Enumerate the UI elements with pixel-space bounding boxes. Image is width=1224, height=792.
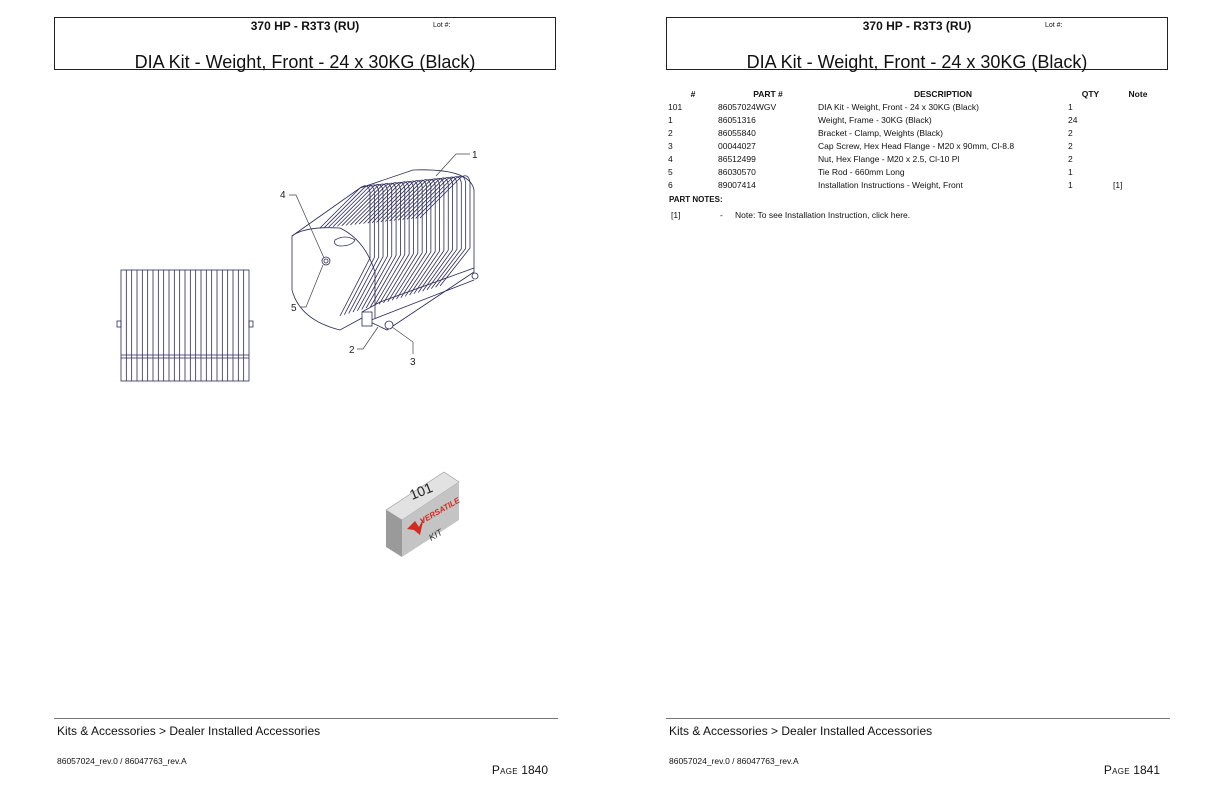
page-number-value: 1840 — [521, 763, 548, 777]
part-description: Installation Instructions - Weight, Fron… — [818, 179, 963, 190]
page-number: Page 1841 — [1104, 763, 1160, 777]
callout-2: 2 — [349, 345, 355, 356]
versatile-logo-icon — [407, 517, 424, 535]
part-qty: 1 — [1068, 179, 1073, 190]
table-row: 1 86051316 Weight, Frame - 30KG (Black) 24 — [668, 113, 1163, 126]
kit-box-icon: 101 VERSATILE KIT — [385, 471, 462, 557]
breadcrumb: Kits & Accessories > Dealer Installed Ac… — [57, 724, 321, 738]
col-header-number: # — [690, 89, 696, 99]
table-row: 101 86057024WGV DIA Kit - Weight, Front - … — [668, 100, 1163, 113]
weight-stack-side-view — [116, 269, 254, 382]
part-qty: 1 — [1068, 101, 1073, 112]
part-qty: 1 — [1068, 166, 1073, 177]
part-qty: 24 — [1068, 114, 1078, 125]
note-dash: - — [720, 210, 723, 220]
page-word: Page — [1103, 763, 1130, 777]
callout-3: 3 — [410, 357, 416, 368]
part-description: Tie Rod - 660mm Long — [818, 166, 905, 177]
lot-label: Lot #: — [1045, 22, 1063, 29]
page-left: 370 HP - R3T3 (RU) Lot #: DIA Kit - Weig… — [54, 17, 558, 777]
callout-5: 5 — [291, 303, 297, 314]
exploded-parts-drawing: 1 4 5 2 3 101 VERSATILE KIT — [116, 150, 479, 557]
part-description: Bracket - Clamp, Weights (Black) — [818, 127, 944, 138]
lot-label: Lot #: — [433, 22, 451, 29]
header-box: 370 HP - R3T3 (RU) Lot #: DIA Kit - Weig… — [666, 17, 1168, 72]
table-row: 3 00044027 Cap Screw, Hex Head Flange - M2… — [668, 139, 1163, 152]
kit-title: DIA Kit - Weight, Front - 24 x 30KG (Bla… — [746, 52, 1088, 72]
part-notes-title: PART NOTES: — [669, 195, 723, 204]
part-note — [1113, 152, 1163, 165]
part-qty: 2 — [1068, 127, 1073, 138]
page-word: Page — [491, 763, 518, 777]
part-description: DIA Kit - Weight, Front - 24 x 30KG (Bla… — [818, 101, 979, 112]
parts-table: # PART # DESCRIPTION QTY Note 101 8605702… — [668, 88, 1163, 191]
breadcrumb: Kits & Accessories > Dealer Installed Ac… — [669, 724, 933, 738]
row-number: 3 — [668, 140, 673, 151]
table-row: 2 86055840 Bracket - Clamp, Weights (Black… — [668, 126, 1163, 139]
part-number: 89007414 — [718, 179, 756, 190]
page-number: Page 1840 — [492, 763, 548, 777]
part-description: Cap Screw, Hex Head Flange - M20 x 90mm,… — [818, 140, 1015, 151]
col-header-qty: QTY — [1081, 89, 1100, 99]
parts-list: # PART # DESCRIPTION QTY Note 101 8605702… — [668, 88, 1163, 191]
model-title: 370 HP - R3T3 (RU) — [250, 19, 360, 33]
callout-leaders — [289, 153, 470, 354]
part-number: 86051316 — [718, 114, 756, 125]
part-number: 86030570 — [718, 166, 756, 177]
part-note — [1113, 100, 1163, 113]
model-title: 370 HP - R3T3 (RU) — [862, 19, 972, 33]
col-header-description: DESCRIPTION — [913, 89, 973, 99]
part-note — [1113, 139, 1163, 152]
note-text-link[interactable]: Note: To see Installation Instruction, c… — [735, 210, 911, 220]
col-header-note: Note — [1128, 89, 1148, 99]
part-qty: 2 — [1068, 153, 1073, 164]
row-number: 101 — [668, 101, 683, 112]
part-number: 00044027 — [718, 140, 756, 151]
doc-reference: 86057024_rev.0 / 86047763_rev.A — [57, 756, 187, 766]
footer-rule — [54, 718, 558, 719]
header-box: 370 HP - R3T3 (RU) Lot #: DIA Kit - Weig… — [54, 17, 556, 72]
part-number: 86055840 — [718, 127, 756, 138]
part-number: 86512499 — [718, 153, 756, 164]
part-note[interactable]: [1] — [1113, 179, 1123, 190]
callout-1: 1 — [472, 150, 478, 161]
table-row: 5 86030570 Tie Rod - 660mm Long 1 — [668, 165, 1163, 178]
row-number: 6 — [668, 179, 673, 190]
doc-reference: 86057024_rev.0 / 86047763_rev.A — [669, 756, 799, 766]
part-note — [1113, 113, 1163, 126]
part-qty: 2 — [1068, 140, 1073, 151]
col-header-part: PART # — [753, 89, 783, 99]
row-number: 4 — [668, 153, 673, 164]
row-number: 2 — [668, 127, 673, 138]
parts-table-header: # PART # DESCRIPTION QTY Note — [668, 88, 1163, 100]
note-ref: [1] — [671, 210, 681, 220]
callout-4: 4 — [280, 190, 286, 201]
weight-assembly-iso-view — [291, 169, 479, 331]
part-note — [1113, 126, 1163, 139]
part-note — [1113, 165, 1163, 178]
page-right: 370 HP - R3T3 (RU) Lot #: DIA Kit - Weig… — [612, 0, 1224, 792]
kit-title: DIA Kit - Weight, Front - 24 x 30KG (Bla… — [134, 52, 476, 72]
row-number: 5 — [668, 166, 673, 177]
page-number-value: 1841 — [1133, 763, 1160, 777]
part-description: Nut, Hex Flange - M20 x 2.5, Cl-10 Pl — [818, 153, 960, 164]
part-description: Weight, Frame - 30KG (Black) — [818, 114, 932, 125]
table-row: 4 86512499 Nut, Hex Flange - M20 x 2.5, Cl… — [668, 152, 1163, 165]
footer-rule — [666, 718, 1170, 719]
row-number: 1 — [668, 114, 673, 125]
table-row: 6 89007414 Installation Instructions - Wei… — [668, 178, 1163, 191]
part-number: 86057024WGV — [718, 101, 777, 112]
